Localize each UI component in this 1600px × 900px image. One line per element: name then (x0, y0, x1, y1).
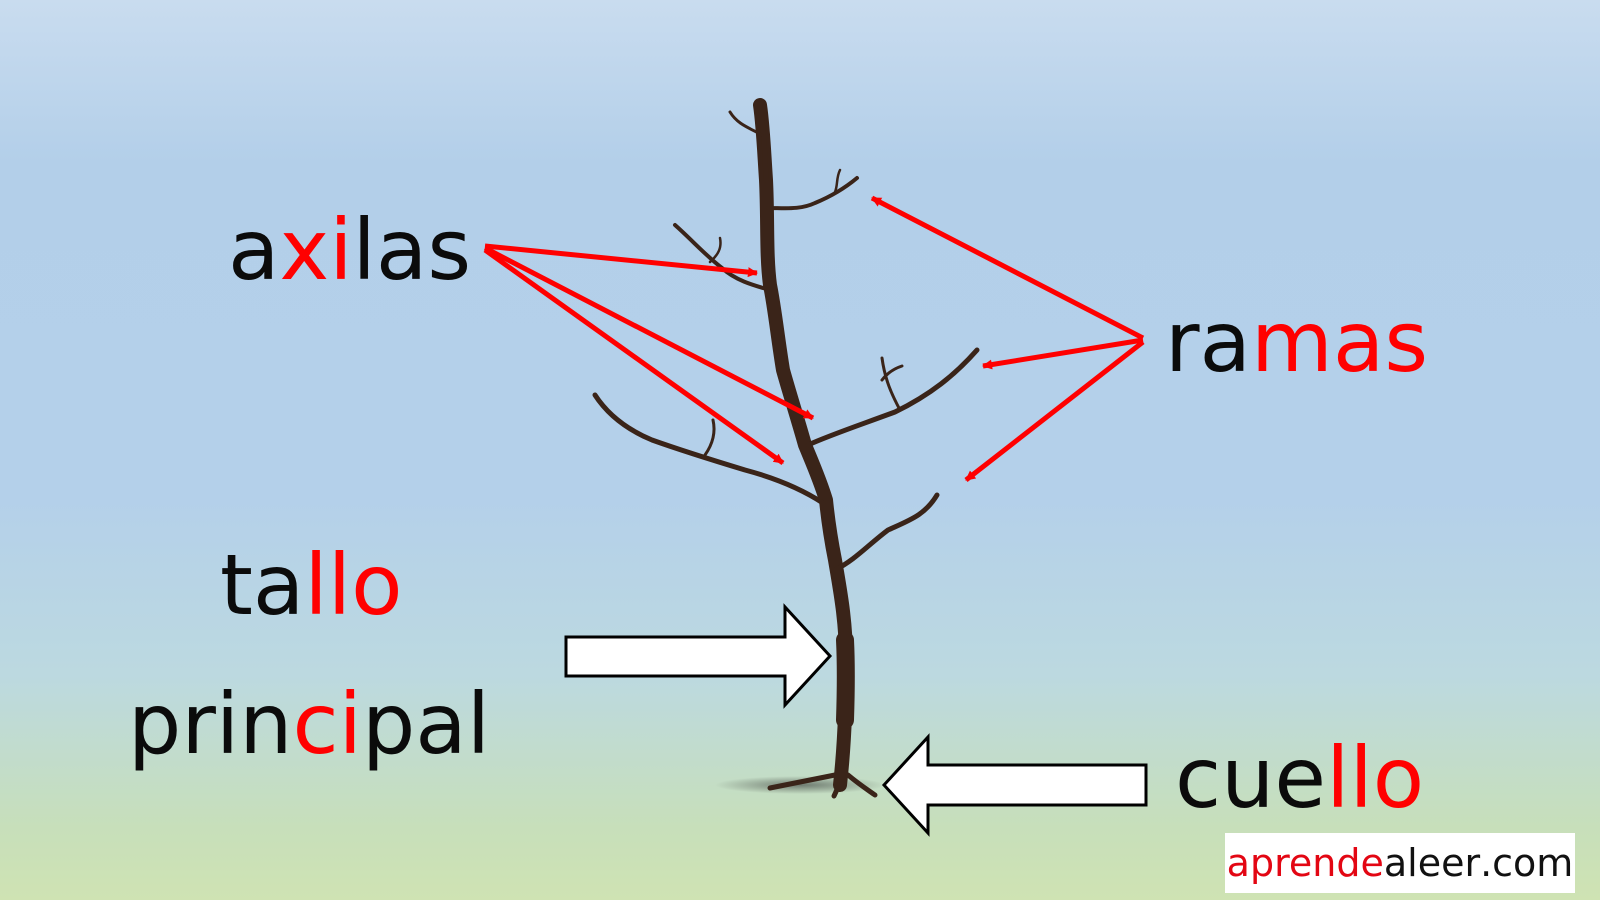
label-cuello-part-1: cue (1175, 729, 1327, 827)
label-principal-part-2: ci (292, 675, 362, 773)
tree (592, 98, 980, 799)
tree-roots (767, 772, 878, 799)
label-cuello-part-2: llo (1326, 729, 1425, 827)
label-ramas-part-2: mas (1251, 293, 1429, 391)
ramas-arrow-3 (964, 340, 1145, 482)
logo-part-aleer: aleer (1383, 841, 1481, 885)
ramas-arrow-1 (870, 195, 1145, 341)
label-principal-part-3: pal (361, 675, 491, 773)
branch-upper-left (673, 223, 772, 292)
logo-part-com: .com (1480, 841, 1574, 885)
ramas-arrow-2 (982, 337, 1144, 370)
label-principal-part-1: prin (128, 675, 293, 773)
branch-middle-right (805, 347, 980, 448)
label-principal: principal (128, 682, 490, 766)
label-tallo-part-2: llo (304, 536, 403, 634)
ramas-pointers (870, 195, 1145, 482)
branch-lower-right (832, 492, 940, 573)
label-cuello: cuello (1175, 736, 1424, 820)
axilas-arrow-3 (483, 247, 785, 466)
label-axilas-part-2: xi (279, 201, 353, 299)
label-tallo-part-1: ta (220, 536, 305, 634)
axilas-pointers (483, 243, 815, 466)
branch-middle-left (592, 392, 826, 506)
axilas-arrow-1 (484, 243, 758, 278)
label-axilas-part-3: las (352, 201, 472, 299)
label-axilas-part-1: a (228, 201, 280, 299)
axilas-arrow-2 (483, 245, 815, 421)
logo-part-aprende: aprende (1226, 841, 1384, 885)
branch-upper-right (766, 176, 859, 211)
label-ramas: ramas (1165, 300, 1428, 384)
tallo-block-arrow (564, 603, 833, 709)
label-tallo: tallo (220, 543, 403, 627)
cuello-block-arrow (881, 733, 1148, 837)
label-ramas-part-1: ra (1165, 293, 1252, 391)
label-axilas: axilas (228, 208, 471, 292)
